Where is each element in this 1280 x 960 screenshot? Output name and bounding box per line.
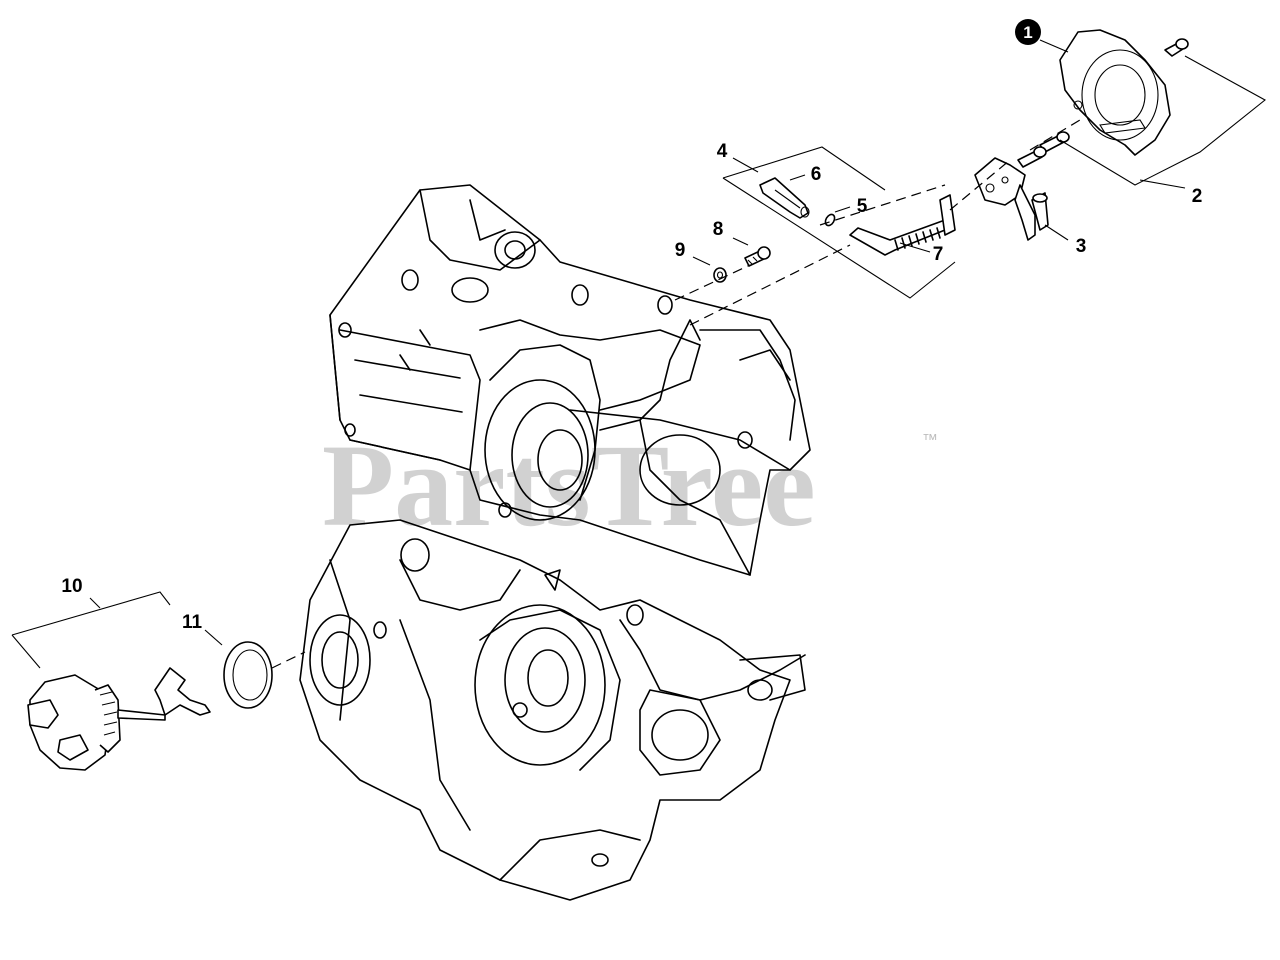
assembly-lines <box>271 119 1081 669</box>
screw-part-8 <box>744 246 771 267</box>
callout-7-label[interactable]: 7 <box>933 244 944 265</box>
lower-crankcase <box>299 519 806 901</box>
callout-11-label[interactable]: 11 <box>182 612 203 633</box>
callout-1-label: 1 <box>1023 23 1032 42</box>
callout-2-label[interactable]: 2 <box>1192 186 1203 207</box>
group-brackets <box>11 55 1266 669</box>
spring-rod-part-7 <box>849 194 956 256</box>
watermark-trademark: ™ <box>922 432 938 449</box>
callout-5-label[interactable]: 5 <box>857 196 868 217</box>
lever-bracket-part-3 <box>974 157 1049 241</box>
o-ring-part-5 <box>824 213 836 227</box>
cover-plate-part-1 <box>1059 29 1189 156</box>
upper-crankcase <box>329 184 811 576</box>
pin-part-6 <box>759 177 810 219</box>
seal-ring-part-11 <box>223 641 273 709</box>
callout-8-label[interactable]: 8 <box>713 219 724 240</box>
callout-1[interactable]: 1 <box>1015 19 1041 45</box>
callout-10-label[interactable]: 10 <box>61 576 82 597</box>
washer-part-9 <box>713 267 727 283</box>
callout-4-label[interactable]: 4 <box>717 141 728 162</box>
callout-6-label[interactable]: 6 <box>811 164 822 185</box>
callout-3-label[interactable]: 3 <box>1076 236 1087 257</box>
oil-cap-part-10 <box>27 667 211 771</box>
watermark-text: PartsTree <box>322 420 816 551</box>
callout-leaders <box>89 39 1186 646</box>
callout-1-badge <box>1015 19 1041 45</box>
callout-9-label[interactable]: 9 <box>675 240 686 261</box>
screws-part-2 <box>1017 131 1070 168</box>
